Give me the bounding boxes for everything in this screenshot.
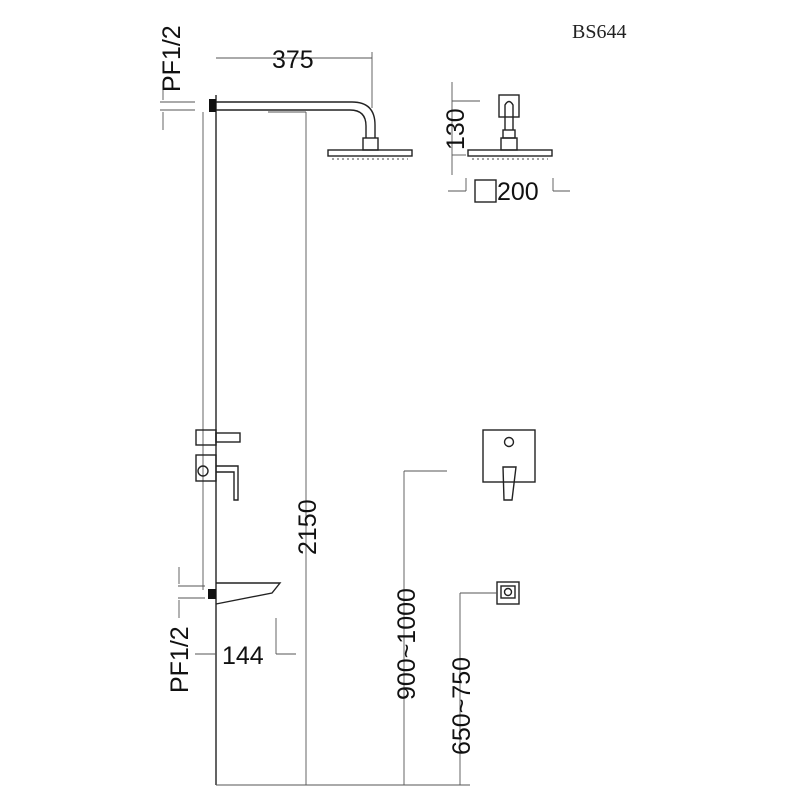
- mixer-height-dimension: 900~1000: [393, 470, 447, 785]
- spout-front: [496, 581, 520, 605]
- model-label: BS644: [572, 21, 626, 43]
- shower-head-front: [467, 94, 553, 160]
- bottom-inlet-dimension: PF1/2: [166, 567, 205, 693]
- spout-side: [208, 582, 282, 605]
- mixer-side: [195, 429, 241, 501]
- bottom-inlet-label: PF1/2: [166, 626, 194, 693]
- spout-height-label: 650~750: [448, 657, 476, 755]
- spout-length-label: 144: [222, 642, 264, 670]
- shower-column: [202, 95, 470, 786]
- mixer-front: [482, 429, 536, 501]
- total-height-label: 2150: [294, 499, 322, 555]
- head-height-label: 130: [442, 108, 470, 150]
- spout-height-dimension: 650~750: [448, 592, 497, 785]
- mixer-height-label: 900~1000: [393, 588, 421, 700]
- spout-length-dimension: 144: [195, 618, 296, 670]
- head-size-label: 200: [497, 178, 539, 206]
- total-height-dimension: 2150: [268, 111, 322, 785]
- head-size-dimension: 200: [448, 178, 570, 206]
- arm-length-label: 375: [272, 46, 314, 74]
- head-height-dimension: 130: [442, 82, 480, 175]
- arm-length-dimension: 375: [216, 46, 373, 108]
- top-inlet-dimension: PF1/2: [158, 25, 195, 130]
- top-inlet-label: PF1/2: [158, 25, 186, 92]
- shower-arm: [209, 99, 413, 160]
